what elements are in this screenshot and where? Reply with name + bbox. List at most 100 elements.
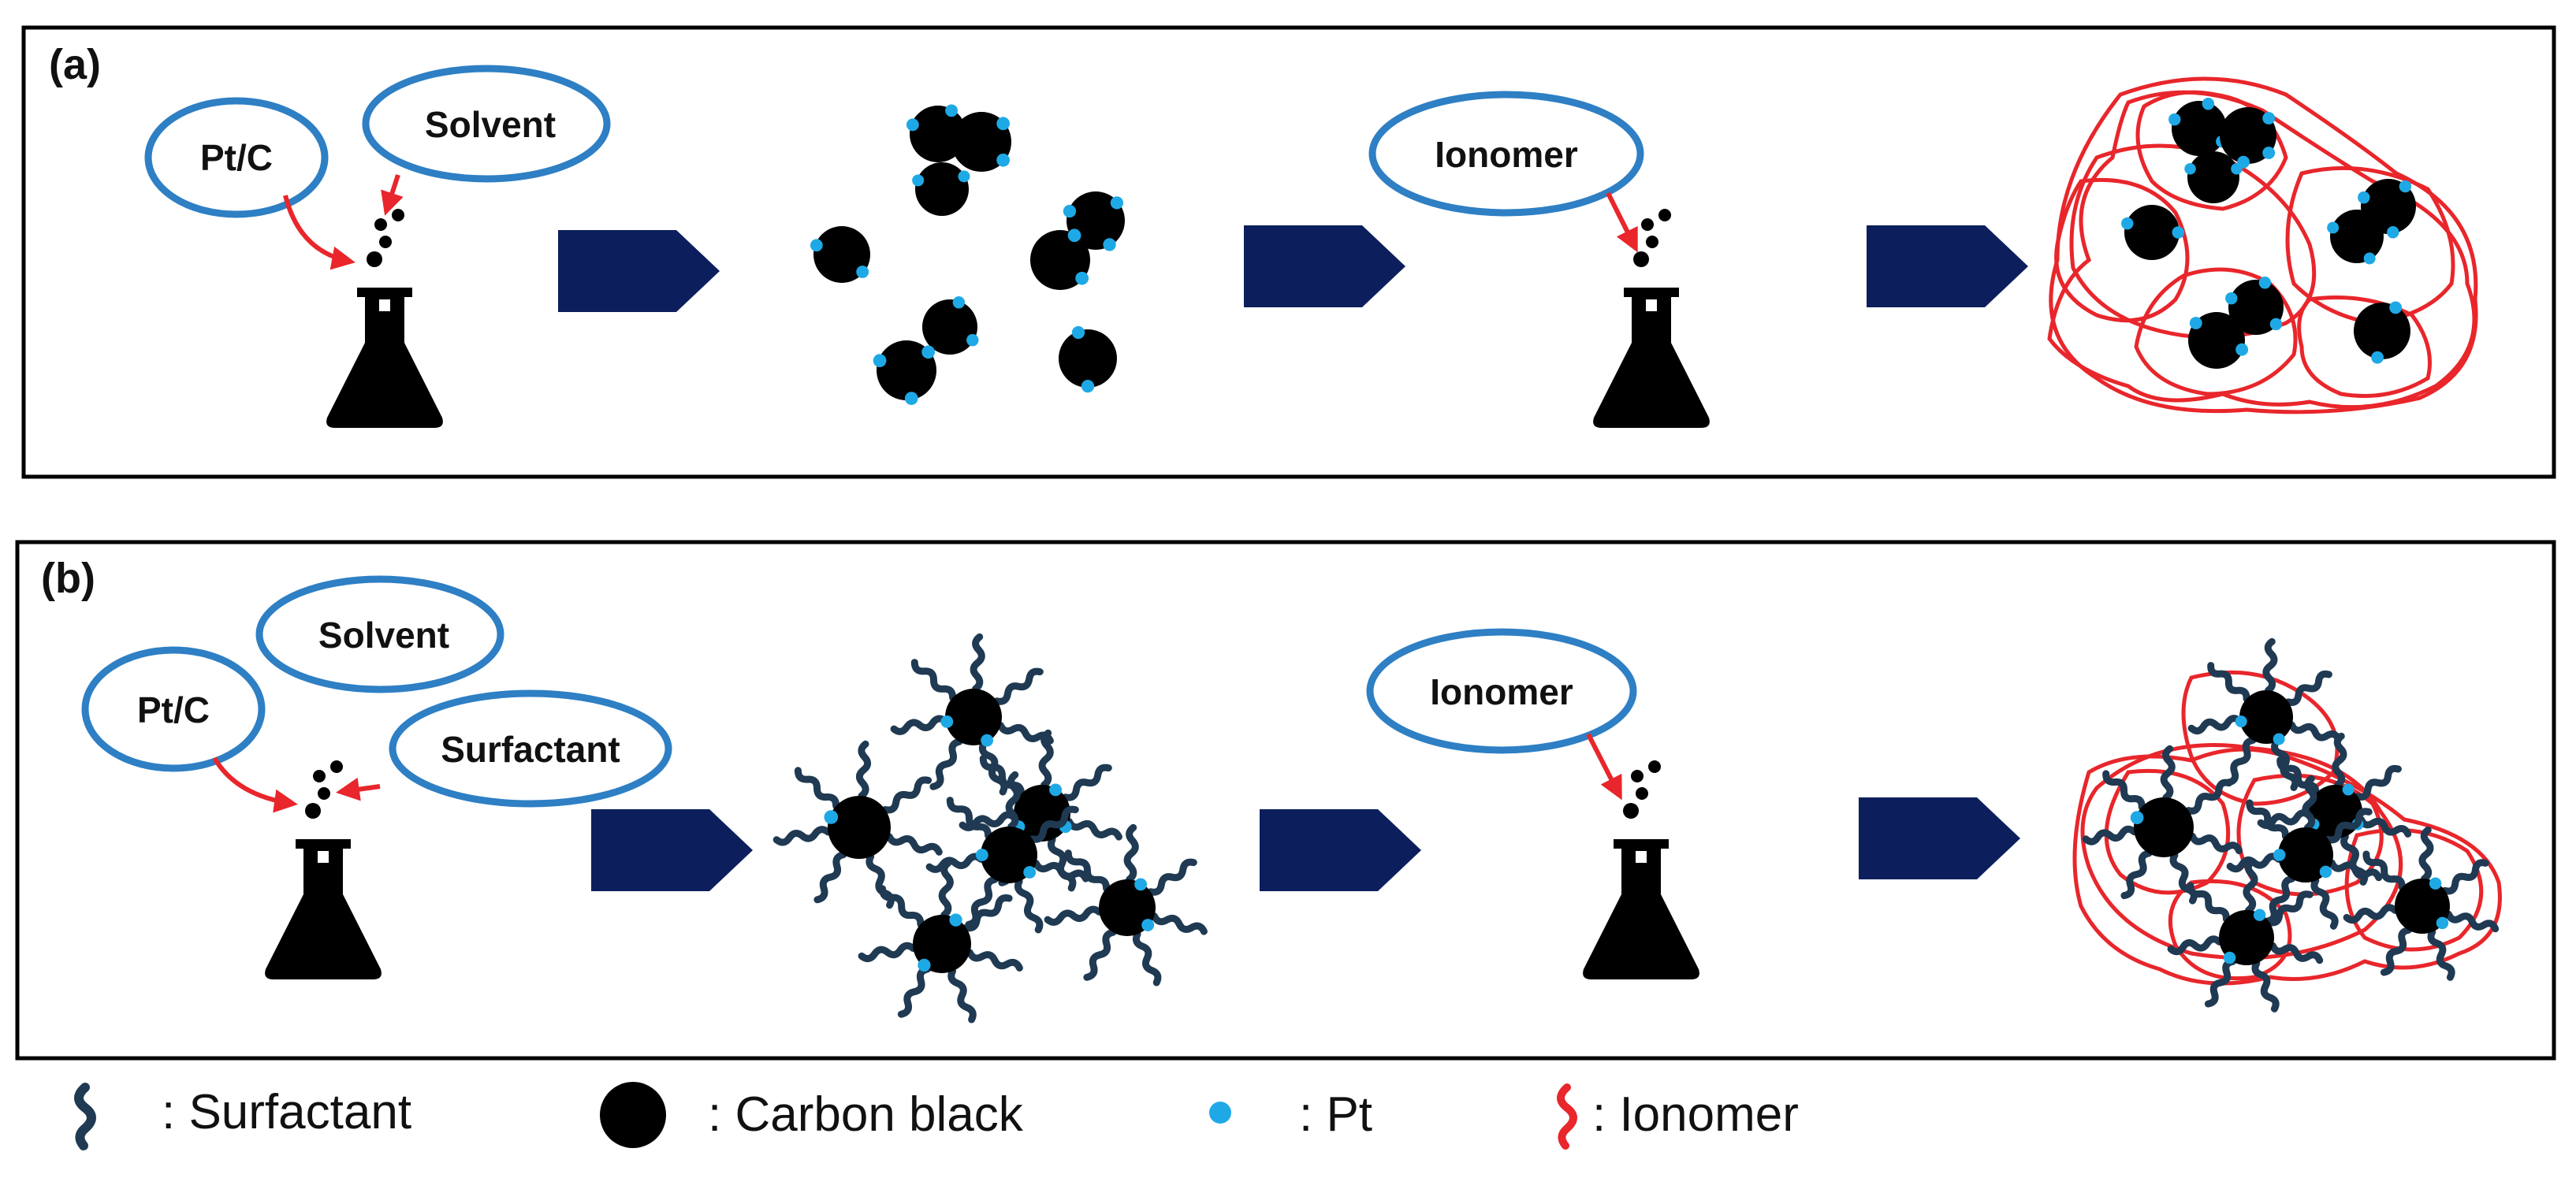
- carbon-particle: [1099, 878, 1156, 936]
- surfactant-tail: [2276, 756, 2320, 797]
- surfactant-tail: [2380, 926, 2412, 976]
- legend-pt-label: : Pt: [1299, 1087, 1372, 1142]
- carbon-particle: [824, 796, 891, 859]
- pt-dot: [940, 715, 954, 728]
- carbon-black: [1099, 879, 1156, 936]
- pt-dot: [918, 958, 931, 972]
- pt-dot: [2184, 163, 2196, 175]
- bubble-dot: [313, 770, 326, 782]
- carbon-particle: [2354, 301, 2410, 364]
- surfactant-tail: [772, 826, 832, 846]
- pt-dot: [2273, 733, 2285, 745]
- surfactant-tail: [1065, 818, 1122, 841]
- surfactant-tail: [2354, 764, 2402, 801]
- pt-icon: [1209, 1102, 1231, 1124]
- step-arrow-shape: [1260, 809, 1421, 891]
- bubble-surfactant: Surfactant: [389, 689, 672, 808]
- red-arrow: [1606, 191, 1638, 253]
- surfactant-tail: [2082, 825, 2138, 845]
- flask-body: [265, 839, 382, 979]
- carbon-black: [877, 340, 936, 400]
- bubble-pt-c: Pt/C: [144, 97, 329, 218]
- bubble-dot: [305, 803, 321, 819]
- pt-dot: [958, 170, 970, 183]
- ionomer-coated-surfactant-cluster: [2072, 637, 2502, 1013]
- carbon-particle: [2273, 827, 2333, 883]
- pt-dot: [1110, 196, 1124, 210]
- pt-dot: [2319, 865, 2332, 879]
- ionomer-strand: [2049, 76, 2478, 414]
- surfactant-tail: [1064, 849, 1111, 892]
- bubble-dot: [318, 787, 330, 800]
- surfactant-tail: [910, 659, 957, 701]
- pt-dot: [952, 296, 966, 309]
- carbon-black: [2330, 210, 2384, 263]
- carbon-particle: [2225, 277, 2284, 335]
- bubble-dot: [367, 251, 382, 267]
- carbon-particle: [922, 296, 979, 355]
- pt-dot: [945, 104, 959, 117]
- surfactant-tail: [1132, 931, 1162, 987]
- carbon-black: [915, 162, 969, 216]
- pt-dot: [2327, 221, 2340, 234]
- bubble-dot: [1636, 787, 1648, 800]
- surfactant-tail: [2269, 942, 2324, 964]
- surfactant-tail: [855, 740, 872, 800]
- surfactant-tail: [2332, 732, 2347, 789]
- surfactant-tail: [929, 738, 963, 790]
- legend-surfactant-label: : Surfactant: [162, 1085, 411, 1139]
- surfactant-tail: [897, 965, 931, 1018]
- pt-dot: [2399, 180, 2412, 193]
- panel-b-label: (b): [41, 555, 95, 602]
- step-arrow-shape: [591, 809, 753, 891]
- step-arrow-icon: [1867, 225, 2028, 307]
- pt-dot: [981, 734, 994, 747]
- pt-dot: [975, 849, 988, 861]
- surfactant-tail: [2362, 850, 2406, 891]
- red-arrow: [381, 174, 404, 216]
- step-arrow-icon: [1260, 809, 1421, 891]
- bubble-dot: [330, 760, 343, 773]
- pt-dot: [1081, 380, 1095, 393]
- ionomer-icon: [1557, 1083, 1577, 1150]
- carbon-particle: [2219, 909, 2274, 965]
- pt-dot: [996, 117, 1011, 131]
- surfactant-tail: [2310, 877, 2339, 930]
- pt-dot: [2363, 252, 2376, 265]
- panel-a-frame: [21, 25, 2556, 479]
- pt-dot: [2258, 277, 2272, 289]
- flask-body: [1593, 288, 1710, 428]
- surfactant-tail: [2243, 857, 2258, 914]
- carbon-particle: [975, 827, 1037, 883]
- bubble-dot: [392, 209, 404, 221]
- bubble-solvent-label: Solvent: [318, 615, 449, 656]
- carbon-particle: [940, 689, 1002, 747]
- carbon-black-icon: [600, 1082, 666, 1148]
- carbon-black: [2124, 205, 2180, 260]
- pt-dot: [1049, 783, 1063, 797]
- pt-dot: [2223, 951, 2236, 964]
- legend: : Surfactant : Carbon black : Pt : Ionom…: [74, 1082, 1799, 1150]
- carbon-black: [2395, 879, 2450, 934]
- carbon-particle: [1030, 229, 1090, 290]
- pt-dot: [966, 333, 979, 347]
- ionomer-strand: [2135, 90, 2288, 211]
- surfactant-tail: [858, 942, 917, 963]
- surfactant-tail: [1044, 905, 1103, 926]
- pt-dot: [873, 354, 887, 368]
- bubble-dot: [1631, 770, 1644, 782]
- surfactant-tail: [1032, 860, 1089, 883]
- carbon-particle: [810, 226, 870, 283]
- carbon-black: [1059, 329, 1117, 388]
- carbon-particle: [2235, 690, 2293, 745]
- pt-dot: [2371, 351, 2384, 364]
- carbon-particle: [951, 112, 1011, 172]
- legend-carbon-label: : Carbon black: [708, 1087, 1024, 1142]
- pt-dot: [2269, 318, 2283, 331]
- surfactant-tail: [2284, 670, 2332, 706]
- step-arrow-icon: [591, 809, 753, 891]
- surfactant-tail: [2358, 816, 2412, 838]
- surfactant-tail: [1147, 858, 1197, 896]
- carbon-black: [951, 112, 1011, 172]
- pt-dot: [2225, 292, 2238, 305]
